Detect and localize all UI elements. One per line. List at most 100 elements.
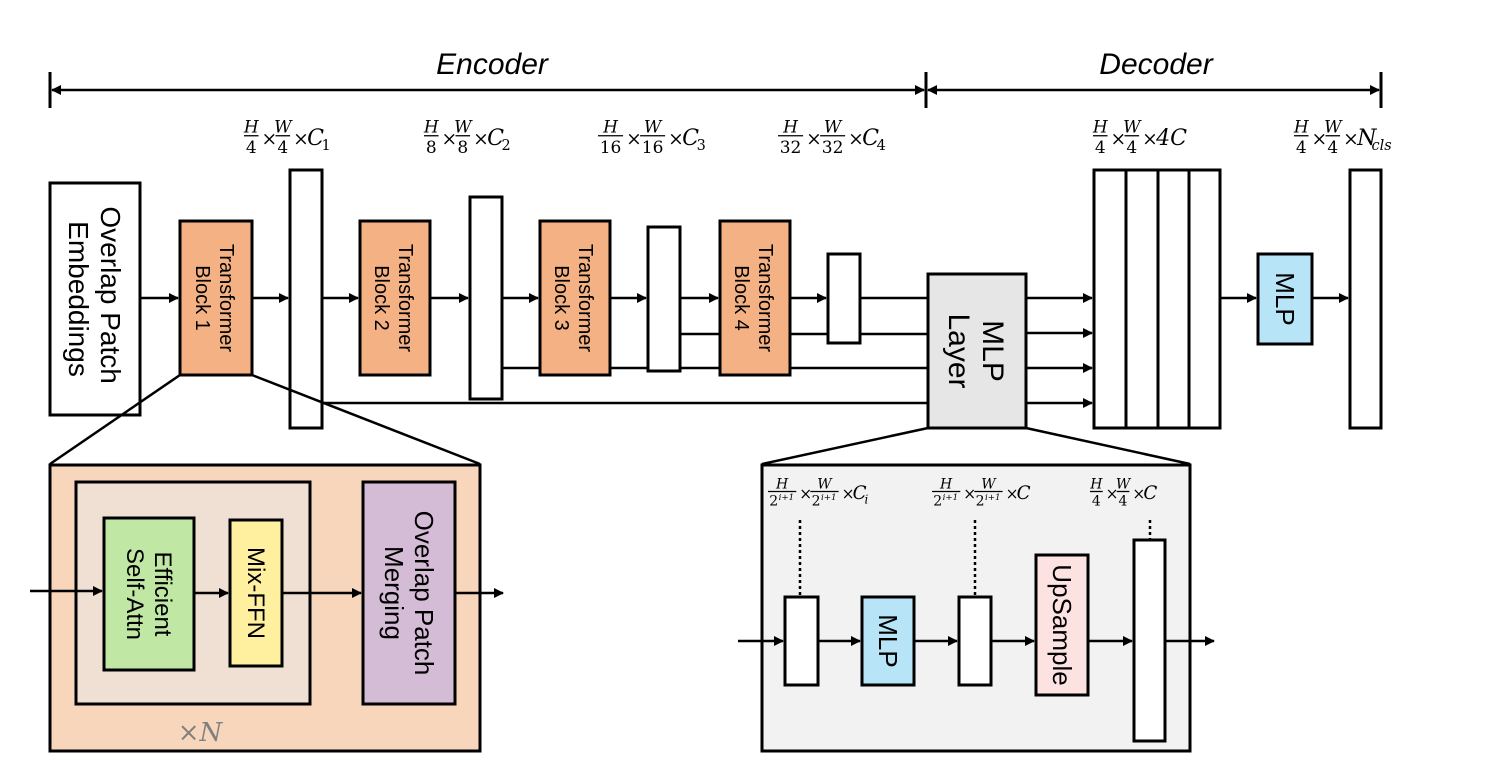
svg-text:Mix-FFN: Mix-FFN [242, 547, 269, 639]
encoder-pipeline: Overlap Patch Embeddings TransformerBloc… [48, 168, 928, 430]
svg-text:16: 16 [600, 138, 622, 158]
svg-text:W: W [454, 117, 473, 137]
svg-text:×: × [842, 485, 855, 503]
svg-text:×: × [1343, 129, 1359, 150]
svg-text:TransformerBlock 4: TransformerBlock 4 [730, 244, 776, 353]
mlp-layer-block [926, 272, 1028, 430]
svg-text:8: 8 [426, 138, 437, 158]
svg-text:×: × [442, 129, 458, 150]
svg-text:i+1: i+1 [821, 493, 837, 503]
svg-text:4: 4 [1119, 494, 1128, 510]
decoder-pipeline: MLPLayer MLP [926, 168, 1383, 430]
feature-map-2 [468, 195, 504, 401]
svg-text:H: H [423, 117, 440, 137]
svg-text:W: W [644, 117, 663, 137]
svg-text:H: H [602, 117, 619, 137]
svg-text:MLP: MLP [1270, 272, 1300, 325]
decoder-mlp-block [860, 595, 916, 687]
svg-text:4: 4 [1095, 138, 1106, 158]
svg-text:C: C [1143, 483, 1157, 504]
dim-label-stage1: H4×W4×C1 [243, 117, 331, 157]
decoder-label: Decoder [1099, 48, 1213, 81]
decoder-span: Decoder [924, 48, 1383, 108]
transformer-block-2 [358, 219, 432, 377]
svg-text:×: × [1006, 485, 1019, 503]
dim-label-concat: H4×W4×4C [1092, 117, 1187, 157]
svg-text:C: C [1017, 483, 1031, 504]
svg-text:W: W [1324, 117, 1343, 137]
svg-text:×: × [1312, 129, 1328, 150]
svg-text:×: × [848, 129, 864, 150]
svg-text:H: H [1293, 117, 1310, 137]
svg-text:W: W [274, 117, 293, 137]
svg-text:TransformerBlock 3: TransformerBlock 3 [550, 244, 596, 353]
output-feature-map [1132, 538, 1167, 743]
svg-text:W: W [1123, 117, 1142, 137]
svg-text:×: × [963, 485, 976, 503]
svg-text:4: 4 [1092, 494, 1101, 510]
input-feature-map [783, 595, 820, 687]
svg-text:C: C [682, 125, 699, 151]
svg-text:i+1: i+1 [985, 493, 1001, 503]
svg-text:H: H [775, 477, 789, 493]
feature-map-3 [646, 225, 682, 373]
svg-text:Overlap PatchMerging: Overlap PatchMerging [379, 511, 439, 676]
svg-text:3: 3 [697, 138, 706, 154]
patch-embed-block [48, 181, 142, 417]
svg-text:W: W [981, 477, 997, 493]
svg-text:H: H [939, 477, 953, 493]
svg-text:W: W [817, 477, 833, 493]
svg-text:4: 4 [246, 138, 257, 158]
svg-text:C: C [862, 125, 879, 151]
svg-text:TransformerBlock 1: TransformerBlock 1 [191, 244, 237, 353]
svg-text:EfficientSelf-Attn: EfficientSelf-Attn [121, 548, 176, 640]
svg-text:4: 4 [1296, 138, 1307, 158]
transformer-block-4 [718, 219, 792, 377]
svg-text:×: × [668, 129, 684, 150]
svg-text:16: 16 [642, 138, 664, 158]
dim-label-stage3: H16×W16×C3 [598, 117, 706, 158]
svg-text:8: 8 [457, 138, 468, 158]
overlap-patch-merging-block [361, 480, 457, 706]
svg-text:C: C [853, 483, 867, 504]
svg-text:W: W [1116, 477, 1132, 493]
svg-text:2: 2 [933, 494, 942, 510]
efficient-self-attn-block [102, 516, 196, 672]
feature-map-1 [288, 168, 324, 430]
transformer-block-3 [538, 219, 612, 377]
svg-text:H: H [1089, 477, 1103, 493]
svg-text:×: × [1132, 485, 1145, 503]
dim-label-stage4: H32×W32×C4 [778, 117, 886, 158]
svg-text:W: W [824, 117, 843, 137]
svg-text:cls: cls [1372, 138, 1392, 154]
svg-text:1: 1 [322, 138, 331, 154]
encoder-label: Encoder [436, 48, 549, 81]
svg-text:×: × [293, 129, 309, 150]
svg-text:C: C [307, 125, 324, 151]
svg-text:×: × [473, 129, 489, 150]
svg-text:H: H [243, 117, 260, 137]
svg-text:2: 2 [502, 138, 511, 154]
svg-text:×: × [262, 129, 278, 150]
mlp-head-block [1256, 252, 1314, 346]
dim-label-stage2: H8×W8×C2 [423, 117, 511, 157]
svg-text:32: 32 [822, 138, 844, 158]
svg-text:×: × [806, 129, 822, 150]
svg-text:4: 4 [277, 138, 288, 158]
svg-text:4: 4 [1126, 138, 1137, 158]
repeat-n-label: ×N [178, 718, 224, 748]
svg-text:C: C [487, 125, 504, 151]
svg-text:TransformerBlock 2: TransformerBlock 2 [370, 244, 416, 353]
decoder-detail-panel: MLP UpSample [738, 463, 1215, 753]
mid-feature-map [957, 595, 993, 687]
svg-text:4: 4 [877, 138, 886, 154]
feature-map-4 [826, 252, 862, 345]
svg-text:i+1: i+1 [779, 493, 795, 503]
svg-text:×: × [626, 129, 642, 150]
encoder-detail-panel: EfficientSelf-Attn Mix-FFN Overlap Patch… [30, 463, 504, 753]
svg-text:×: × [799, 485, 812, 503]
